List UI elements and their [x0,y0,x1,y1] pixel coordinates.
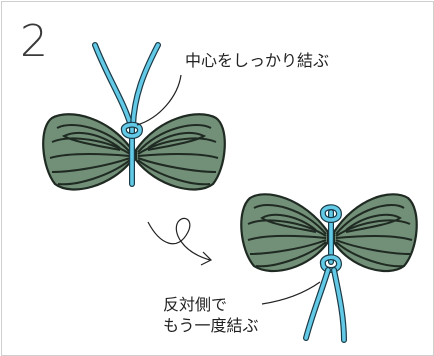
yarn-bundle-icon [42,42,226,191]
yarn-bundle-icon [240,193,418,343]
annotation-line-1: 反対側で [163,295,228,314]
cord-tie-icon [92,42,161,129]
annotation-tie-opposite: 反対側で もう一度結ぶ [163,294,259,336]
leader-line-icon [261,281,321,305]
annotation-line-2: もう一度結ぶ [163,316,259,335]
curved-arrow-icon [147,217,213,266]
leader-line-icon [136,74,182,126]
cord-tie-icon [303,204,347,343]
annotation-tie-center: 中心をしっかり結ぶ [185,51,330,70]
cord-tie-icon [120,121,144,187]
step-number: 2 [20,16,48,67]
